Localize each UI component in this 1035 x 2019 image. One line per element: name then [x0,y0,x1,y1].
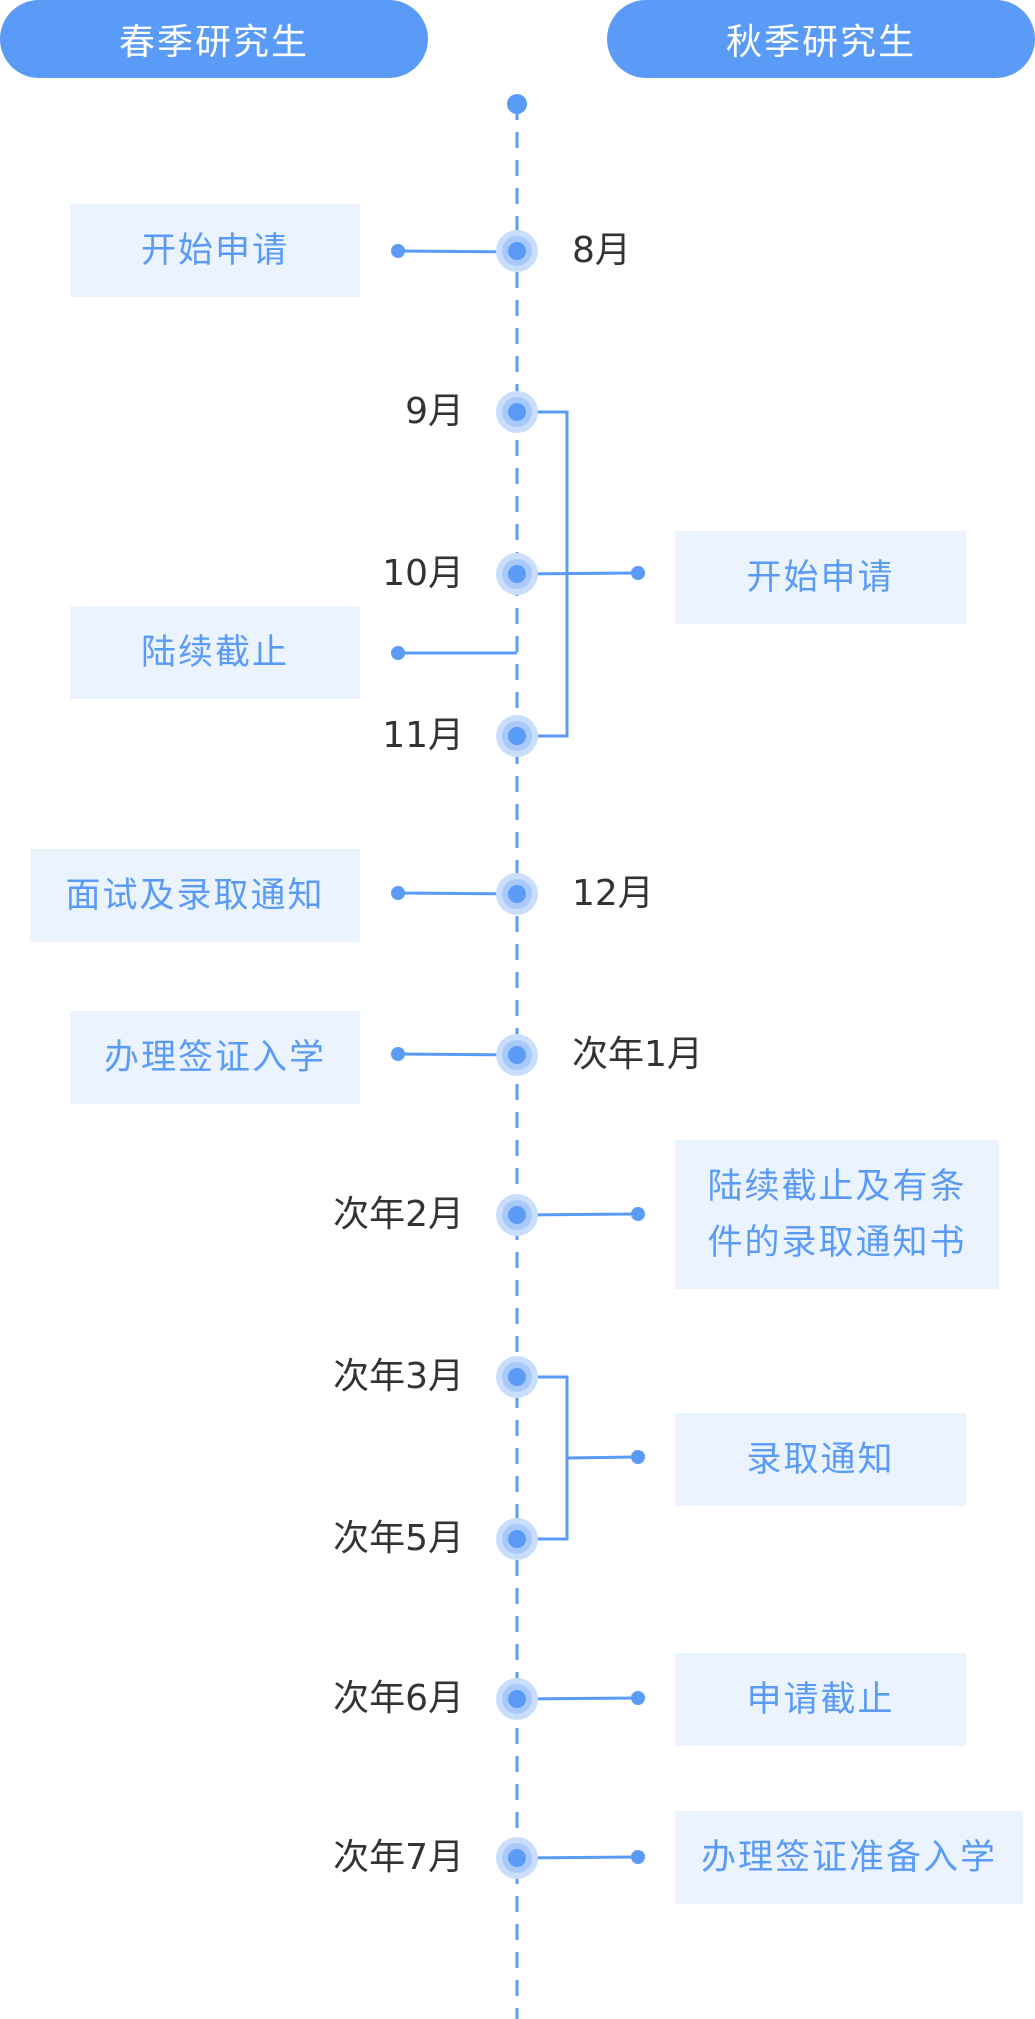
month-label-next-jan: 次年1月 [572,1034,703,1075]
month-node-next-jul [496,1837,538,1879]
spring-event-gradual-deadline: 陆续截止 [70,606,360,699]
month-label-next-feb: 次年2月 [333,1194,464,1235]
month-label-next-jun: 次年6月 [333,1678,464,1719]
month-label-oct: 10月 [382,553,464,594]
connector-end-dot [391,646,405,660]
autumn-event-conditional-line1: 陆续截止及有条 [707,1166,967,1207]
connector-end-dot [391,244,405,258]
connector-end-dot [631,1450,645,1464]
timeline-start-dot [507,94,527,114]
connector-end-dot [631,1691,645,1705]
spring-graduate-header: 春季研究生 [0,0,428,78]
autumn-event-conditional-line2: 件的录取通知书 [707,1222,967,1263]
month-node-oct [496,553,538,595]
bracket-mar-may [517,1375,569,1541]
month-label-aug: 8月 [572,230,631,271]
connector-end-dot [391,1047,405,1061]
month-node-dec [496,873,538,915]
autumn-event-admission: 录取通知 [675,1413,966,1506]
autumn-event-visa-preparation: 办理签证准备入学 [675,1811,1023,1904]
autumn-event-application-deadline: 申请截止 [675,1653,966,1746]
autumn-graduate-header: 秋季研究生 [607,0,1035,78]
month-node-next-may [496,1518,538,1560]
month-node-next-jan [496,1034,538,1076]
month-node-next-mar [496,1356,538,1398]
connector-end-dot [631,1850,645,1864]
month-label-sep: 9月 [405,391,464,432]
month-node-next-jun [496,1678,538,1720]
autumn-event-conditional-offer: 陆续截止及有条 件的录取通知书 [675,1140,999,1289]
autumn-event-start-application: 开始申请 [675,531,966,624]
month-node-aug [496,230,538,272]
month-node-nov [496,715,538,757]
month-label-next-may: 次年5月 [333,1518,464,1559]
month-node-sep [496,391,538,433]
month-label-nov: 11月 [382,715,464,756]
connector-autumn-admission [566,1455,639,1460]
month-node-next-feb [496,1194,538,1236]
month-label-dec: 12月 [572,873,654,914]
spring-event-visa-enrollment: 办理签证入学 [70,1011,360,1104]
connector-end-dot [631,566,645,580]
spring-event-interview-admission: 面试及录取通知 [30,849,360,942]
spring-event-start-application: 开始申请 [70,204,360,297]
month-label-next-mar: 次年3月 [333,1356,464,1397]
connector-end-dot [631,1207,645,1221]
connector-end-dot [391,886,405,900]
month-label-next-jul: 次年7月 [333,1837,464,1878]
